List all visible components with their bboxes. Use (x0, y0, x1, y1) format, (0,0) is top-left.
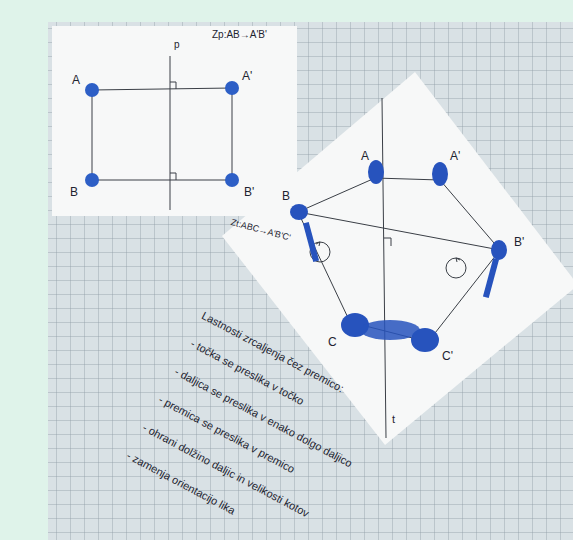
orientation-arrow (316, 242, 320, 246)
point-label: A' (242, 70, 252, 82)
ink-blot (225, 81, 239, 95)
ink-blot (225, 173, 239, 187)
handwritten-note: - zamenja orientacijo lika (125, 450, 237, 517)
handwritten-note: - točka se preslika v točko (189, 338, 306, 407)
paper-sheet (52, 26, 297, 216)
square-drawing (92, 56, 232, 210)
right-angle-mark (170, 82, 176, 89)
handwritten-note: - premica se preslika v premico (157, 394, 297, 475)
segment (92, 90, 93, 180)
ink-blot (85, 173, 99, 187)
segment (298, 178, 375, 212)
segment (440, 180, 500, 250)
right-angle-mark (384, 238, 391, 246)
point-label: B (282, 190, 290, 202)
point-label: A' (450, 150, 460, 162)
segment (92, 88, 232, 90)
orientation-arrow (446, 258, 466, 278)
point-label: B' (514, 236, 524, 248)
axis-label: t (392, 414, 395, 425)
ink-blot (483, 258, 499, 298)
caption-note: Zp:AB→A'B' (212, 30, 267, 40)
ink-blot (85, 83, 99, 97)
axis-label: p (174, 40, 180, 50)
point-label: A (361, 150, 369, 162)
segment (375, 178, 440, 180)
ink-blot (491, 240, 507, 260)
ink-blot (290, 204, 308, 220)
ink-blot (303, 222, 319, 262)
segment (92, 180, 232, 181)
point-label: C' (442, 350, 453, 362)
orientation-arrow (456, 258, 460, 262)
right-angle-mark (170, 173, 176, 180)
segment (298, 212, 350, 322)
segment (232, 88, 233, 180)
ink-blot (368, 160, 384, 184)
ink-blot (432, 162, 448, 186)
point-label: B' (244, 186, 254, 198)
point-label: B (70, 186, 78, 198)
ink-blots (290, 160, 507, 352)
caption-note: Zt:ABC→A'B'C' (230, 218, 292, 243)
point-label: C (328, 336, 337, 348)
ink-blots (85, 81, 239, 187)
point-label: A (72, 74, 80, 86)
mirror-axis (382, 98, 386, 438)
mirror-axis (170, 56, 171, 210)
segment (298, 212, 500, 250)
segment (428, 250, 500, 342)
ink-blot (360, 320, 420, 340)
